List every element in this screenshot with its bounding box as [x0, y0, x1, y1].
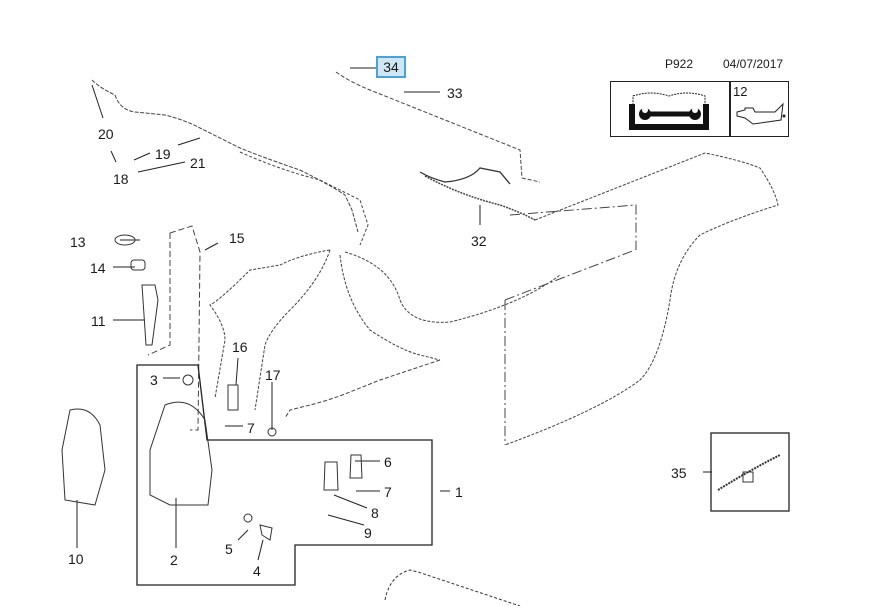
kit-box-1: [136, 364, 433, 586]
hose-32: [419, 167, 511, 185]
callout-7-upper[interactable]: 7: [247, 420, 255, 436]
callout-6[interactable]: 6: [384, 454, 392, 470]
hose-rear: [91, 79, 359, 233]
callout-10[interactable]: 10: [68, 551, 84, 567]
callout-5[interactable]: 5: [225, 541, 233, 557]
hose-center-d: [344, 251, 561, 323]
diagram-date: 04/07/2017: [723, 57, 784, 71]
hose-32b: [424, 175, 536, 221]
callout-35[interactable]: 35: [671, 465, 687, 481]
quantity-value: 12: [733, 84, 748, 99]
panel-15b: [147, 233, 171, 356]
oil-can-icon: [736, 102, 786, 125]
callout-7-lower[interactable]: 7: [384, 484, 392, 500]
part-13-clip: [114, 234, 136, 246]
repair-manual-icon: [629, 92, 709, 130]
hose-center-a: [209, 249, 331, 399]
callout-14[interactable]: 14: [90, 260, 106, 276]
callout-19[interactable]: 19: [155, 146, 171, 162]
part-11-filler-neck: [141, 284, 159, 346]
callout-34-highlighted[interactable]: 34: [376, 56, 406, 78]
tailgate-panel: [504, 204, 637, 445]
callout-8[interactable]: 8: [371, 505, 379, 521]
callout-15[interactable]: 15: [229, 230, 245, 246]
part-3-cap: [182, 374, 194, 386]
part-16-pump: [227, 384, 239, 411]
callout-21[interactable]: 21: [190, 155, 206, 171]
callout-32[interactable]: 32: [471, 233, 487, 249]
part-17-nut: [267, 427, 277, 437]
callout-2[interactable]: 2: [170, 552, 178, 568]
callout-18[interactable]: 18: [113, 171, 129, 187]
callout-20[interactable]: 20: [98, 126, 114, 142]
callout-4[interactable]: 4: [253, 563, 261, 579]
callout-13[interactable]: 13: [70, 234, 86, 250]
callout-17[interactable]: 17: [265, 367, 281, 383]
part-2-reservoir: [149, 401, 213, 506]
panel-15: [169, 225, 201, 431]
hose-bottom: [384, 569, 521, 606]
callout-9[interactable]: 9: [364, 525, 372, 541]
diagram-code: P922: [665, 57, 694, 71]
callout-3[interactable]: 3: [150, 372, 158, 388]
part-35-hose: [717, 454, 781, 491]
part-8-pump: [323, 461, 339, 491]
hose-center-c: [339, 254, 441, 361]
hose-center-e: [284, 359, 441, 419]
tailgate-outline: [504, 152, 779, 446]
part-5-grommet: [243, 513, 253, 523]
callout-1[interactable]: 1: [455, 484, 463, 500]
info-box: 12: [610, 81, 789, 137]
part-10-reservoir: [61, 408, 106, 506]
part-6-pump: [349, 454, 363, 479]
callout-33[interactable]: 33: [447, 85, 463, 101]
part-35-clip: [742, 471, 754, 483]
callout-16[interactable]: 16: [232, 339, 248, 355]
hose-center-b: [254, 249, 331, 411]
callout-11[interactable]: 11: [91, 313, 106, 329]
info-box-divider: [729, 82, 731, 136]
part-14-seal: [130, 259, 146, 271]
hose-34: [335, 71, 541, 183]
kit-box-35: [710, 432, 790, 512]
part-4-nozzle: [259, 524, 273, 541]
hose-rear-2: [239, 151, 369, 246]
